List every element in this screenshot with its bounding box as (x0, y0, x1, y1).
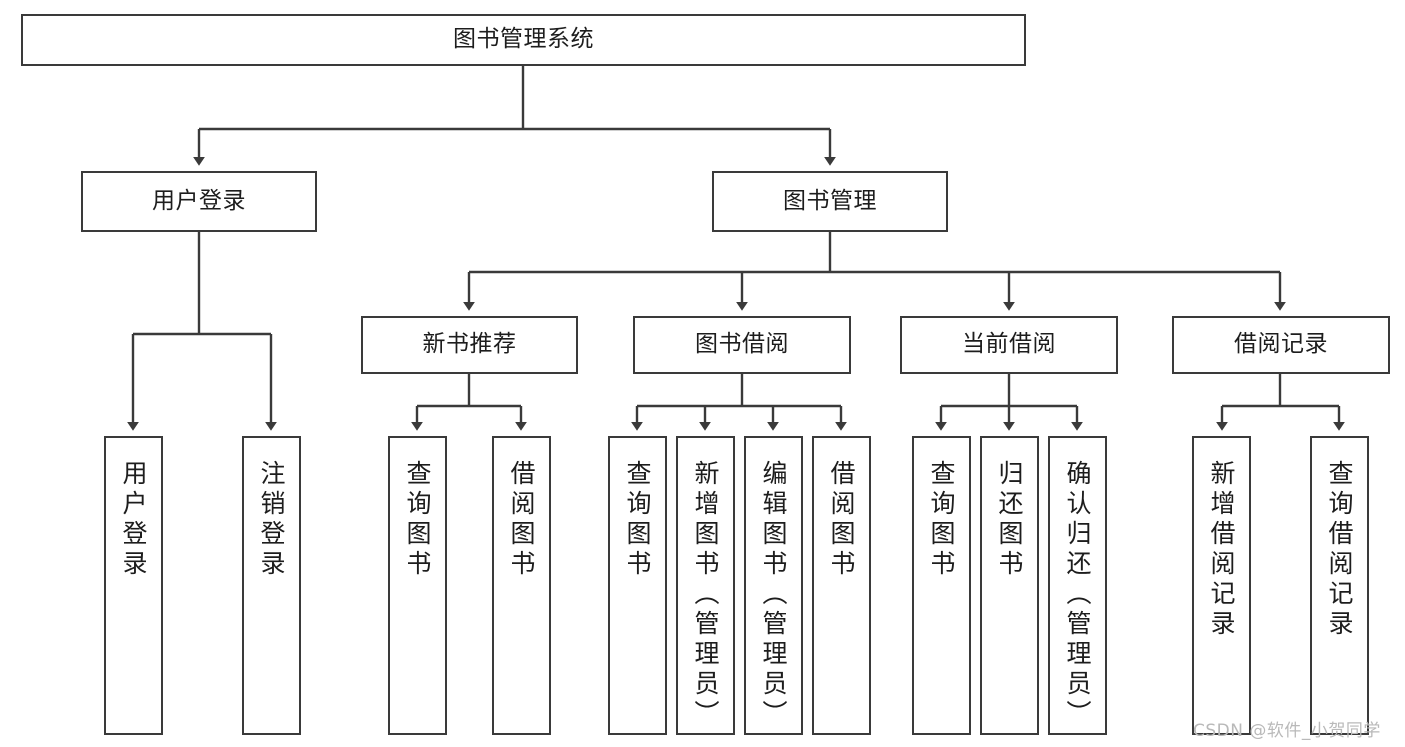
node-user-login-label: 用户登录 (152, 187, 246, 214)
node-book-manage-label: 图书管理 (783, 187, 877, 214)
node-user-login[interactable]: 用户登录 (81, 171, 317, 232)
node-current-borrow-label: 当前借阅 (962, 331, 1056, 358)
node-leaf-return-book[interactable]: 归还图书 (980, 436, 1039, 735)
node-book-borrow-label: 图书借阅 (695, 331, 789, 358)
node-leaf-user-login-label: 用户登录 (119, 460, 148, 580)
node-borrow-record[interactable]: 借阅记录 (1172, 316, 1390, 374)
node-leaf-borrow-book-2[interactable]: 借阅图书 (812, 436, 871, 735)
node-borrow-record-label: 借阅记录 (1234, 331, 1328, 358)
node-root-label: 图书管理系统 (453, 26, 594, 53)
node-leaf-query-book-1[interactable]: 查询图书 (388, 436, 447, 735)
node-root[interactable]: 图书管理系统 (21, 14, 1026, 66)
node-leaf-query-book-2-label: 查询图书 (623, 460, 652, 580)
node-leaf-user-login[interactable]: 用户登录 (104, 436, 163, 735)
node-leaf-return-book-label: 归还图书 (995, 460, 1024, 580)
node-new-book-rec-label: 新书推荐 (422, 331, 517, 358)
node-book-borrow[interactable]: 图书借阅 (633, 316, 851, 374)
node-leaf-logout-login[interactable]: 注销登录 (242, 436, 301, 735)
node-leaf-query-book-3-label: 查询图书 (927, 460, 956, 580)
node-leaf-edit-book[interactable]: 编辑图书（管理员） (744, 436, 803, 735)
node-leaf-logout-login-label: 注销登录 (257, 460, 286, 580)
node-leaf-query-book-2[interactable]: 查询图书 (608, 436, 667, 735)
node-leaf-add-record[interactable]: 新增借阅记录 (1192, 436, 1251, 735)
node-leaf-query-record[interactable]: 查询借阅记录 (1310, 436, 1369, 735)
node-current-borrow[interactable]: 当前借阅 (900, 316, 1118, 374)
node-leaf-add-book[interactable]: 新增图书（管理员） (676, 436, 735, 735)
node-new-book-rec[interactable]: 新书推荐 (361, 316, 578, 374)
node-leaf-query-book-1-label: 查询图书 (403, 460, 432, 580)
node-leaf-edit-book-label: 编辑图书（管理员） (759, 460, 788, 730)
node-leaf-confirm-return[interactable]: 确认归还（管理员） (1048, 436, 1107, 735)
node-leaf-query-record-label: 查询借阅记录 (1325, 460, 1354, 640)
watermark-text: CSDN @软件_小贺同学 (1193, 721, 1381, 741)
node-leaf-add-book-label: 新增图书（管理员） (691, 460, 720, 730)
node-book-manage[interactable]: 图书管理 (712, 171, 948, 232)
node-leaf-borrow-book-2-label: 借阅图书 (827, 460, 856, 580)
node-leaf-add-record-label: 新增借阅记录 (1207, 460, 1236, 640)
node-leaf-query-book-3[interactable]: 查询图书 (912, 436, 971, 735)
node-leaf-borrow-book-1-label: 借阅图书 (507, 460, 536, 580)
node-leaf-confirm-return-label: 确认归还（管理员） (1063, 460, 1092, 730)
node-leaf-borrow-book-1[interactable]: 借阅图书 (492, 436, 551, 735)
